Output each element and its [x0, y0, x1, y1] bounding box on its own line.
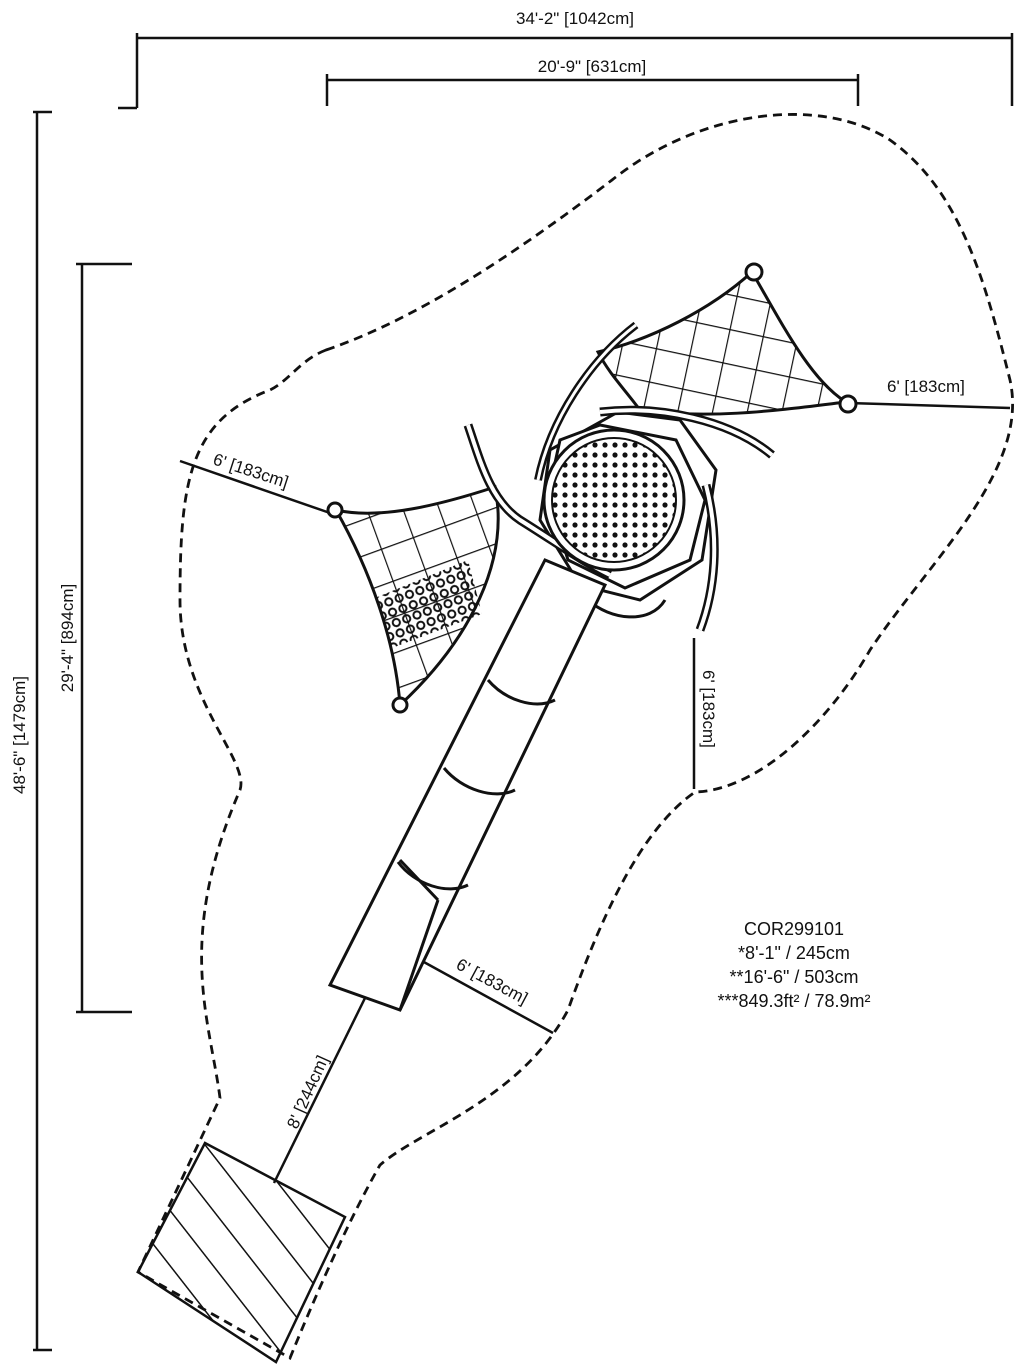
- product-info-block: COR299101 *8'-1" / 245cm **16'-6" / 503c…: [717, 919, 870, 1011]
- right-climbing-net: [595, 262, 858, 416]
- tube-slide: [327, 558, 608, 1012]
- fall-height: *8'-1" / 245cm: [738, 943, 850, 963]
- dimension-overall-width: [118, 33, 1014, 110]
- dimension-structure-width: [325, 74, 860, 106]
- model-number: COR299101: [744, 919, 844, 939]
- slide-exit-zone: [136, 1141, 347, 1364]
- use-zone-outline: [136, 113, 1014, 1361]
- dimension-overall-length: [33, 110, 52, 1352]
- clearance-right-net-label: 6' [183cm]: [887, 377, 965, 396]
- slide-exit-label: 8' [244cm]: [283, 1053, 332, 1132]
- clearance-right-side-label: 6' [183cm]: [699, 670, 718, 748]
- left-climbing-net: [326, 485, 500, 714]
- play-area: ***849.3ft² / 78.9m²: [717, 991, 870, 1011]
- structure-length-label: 29'-4" [894cm]: [58, 584, 77, 693]
- clearance-lines: [179, 401, 1011, 1184]
- structure-width-label: 20'-9" [631cm]: [538, 57, 647, 76]
- overall-width-label: 34'-2" [1042cm]: [516, 9, 634, 28]
- round-perforated-deck: [542, 428, 686, 572]
- max-height: **16'-6" / 503cm: [730, 967, 859, 987]
- overall-length-label: 48'-6" [1479cm]: [10, 676, 29, 794]
- dimension-structure-length: [76, 262, 132, 1014]
